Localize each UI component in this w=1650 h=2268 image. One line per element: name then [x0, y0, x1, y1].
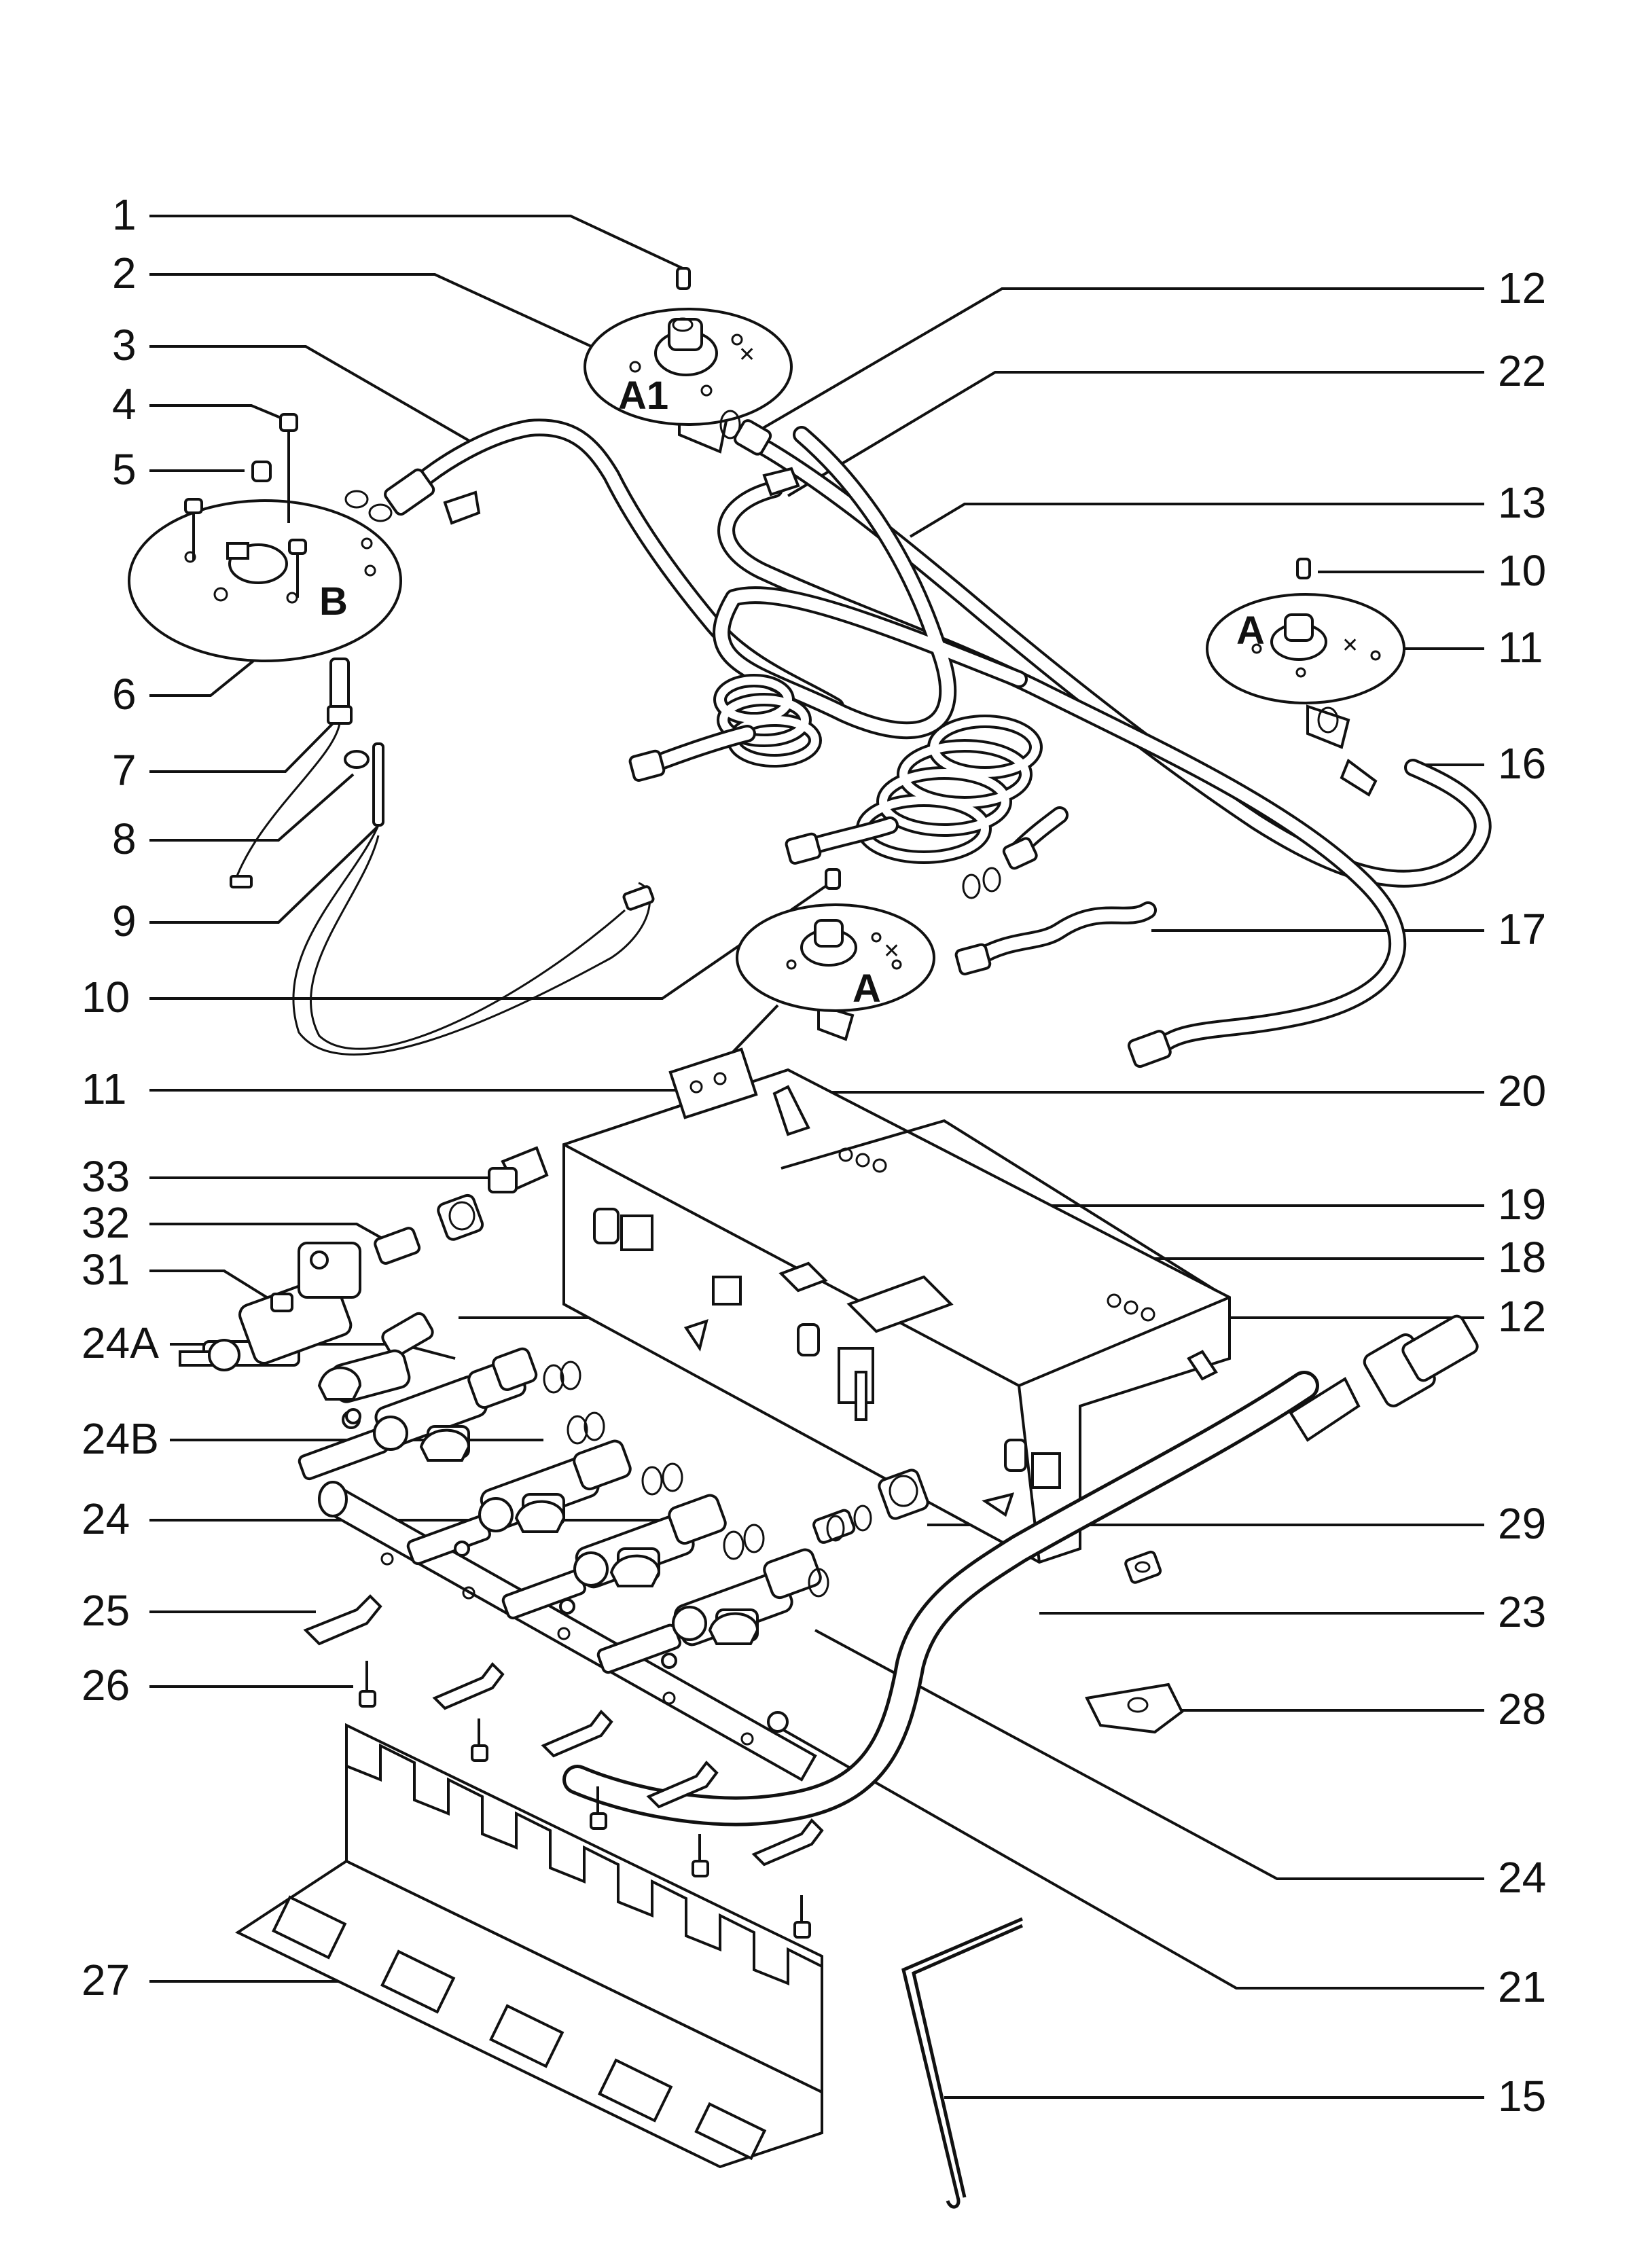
- front-panel-27: [234, 1723, 823, 2169]
- coil-assembly-left: [628, 674, 822, 782]
- callout-label-28: 28: [1498, 1685, 1546, 1733]
- svg-text:✕: ✕: [883, 940, 900, 962]
- nozzle-part-5: [251, 461, 272, 482]
- leader-line-9: [149, 826, 378, 924]
- valve-24A: [179, 1242, 434, 1403]
- leader-line-1: [149, 215, 683, 270]
- callout-label-27: 27: [82, 1956, 130, 2004]
- leader-line-8: [149, 773, 355, 842]
- nozzle-part-1: [676, 267, 691, 290]
- callout-label-23: 23: [1498, 1587, 1546, 1636]
- callout-label-10-right: 10: [1498, 546, 1546, 595]
- callout-label-21: 21: [1498, 1962, 1546, 2011]
- thermocouple-assembly: [230, 658, 655, 1056]
- callout-label-32: 32: [82, 1198, 130, 1247]
- callout-label-1: 1: [112, 190, 137, 239]
- callout-label-11: 11: [82, 1064, 126, 1113]
- callout-label-9: 9: [112, 897, 137, 946]
- callout-label-29: 29: [1498, 1499, 1546, 1548]
- burner-plate-b: B: [128, 499, 402, 662]
- callout-label-18: 18: [1498, 1233, 1546, 1282]
- callout-label-13: 13: [1498, 478, 1546, 527]
- leader-line-2: [149, 273, 629, 365]
- callout-label-12-mid: 12: [1498, 1292, 1546, 1341]
- svg-text:✕: ✕: [738, 344, 755, 366]
- valve-24-row-4: [596, 1548, 829, 1674]
- callout-label-12-top: 12: [1498, 264, 1546, 312]
- callout-label-15: 15: [1498, 2072, 1546, 2121]
- callout-label-24B: 24B: [82, 1414, 159, 1463]
- burner-plate-a-center: ✕ A: [736, 903, 935, 1041]
- coil-assembly-right: [785, 715, 1069, 899]
- valve-24-row-2: [406, 1439, 683, 1566]
- callout-label-7: 7: [112, 746, 137, 795]
- main-gas-pipe-23: [562, 1314, 1479, 1826]
- callout-label-8: 8: [112, 814, 137, 863]
- burner-plate-a-right: ✕ A: [1206, 593, 1405, 749]
- callout-label-2: 2: [112, 249, 137, 298]
- callout-label-11-right: 11: [1498, 623, 1543, 672]
- callout-label-10: 10: [82, 973, 130, 1022]
- gas-tube-3: [344, 418, 844, 715]
- screws-26: [359, 1661, 811, 1939]
- callout-label-19: 19: [1498, 1180, 1546, 1229]
- leader-line-3: [149, 345, 483, 450]
- wire-hook-15: [901, 1917, 1024, 2209]
- screw-set-b: [184, 498, 307, 598]
- callout-label-26: 26: [82, 1661, 130, 1710]
- callout-label-25: 25: [82, 1586, 130, 1635]
- plate-mark-a-right: A: [1236, 609, 1265, 653]
- leader-line-21: [781, 1727, 1484, 1990]
- screw-part-4: [279, 413, 298, 523]
- gas-tube-17: [954, 901, 1157, 975]
- nozzle-part-10-right: [1296, 558, 1311, 579]
- plate-mark-a1: A1: [618, 374, 668, 418]
- leader-line-22: [787, 371, 1484, 497]
- nozzle-part-10-left: [825, 868, 841, 890]
- callout-label-4: 4: [112, 380, 137, 429]
- gas-manifold-rail: [318, 1481, 817, 1782]
- callout-label-22: 22: [1498, 346, 1546, 395]
- valve-24-row-3: [501, 1494, 765, 1620]
- leader-line-10: [149, 885, 827, 1000]
- callouts-left: 1 2 3 4 5 6 7 8 9 10 11 33 32 31 24A 24B: [82, 190, 827, 2004]
- fittings-29-32-33: [374, 1146, 929, 1544]
- leader-line-32: [149, 1223, 391, 1244]
- plate-mark-a-center: A: [853, 967, 881, 1011]
- callout-label-5: 5: [112, 445, 137, 494]
- callout-label-17: 17: [1498, 905, 1546, 954]
- gas-tube-13: [713, 410, 1492, 1068]
- callout-label-24: 24: [82, 1494, 130, 1543]
- leader-line-4: [149, 404, 289, 422]
- burner-support-box: [562, 1047, 1231, 1564]
- plate-mark-b: B: [319, 579, 348, 624]
- clips-25: [303, 1594, 824, 1867]
- clip-28: [1085, 1682, 1184, 1734]
- callout-label-16: 16: [1498, 739, 1546, 788]
- burner-plate-a1: ✕ A1: [584, 308, 793, 454]
- leader-line-12-top: [756, 287, 1484, 433]
- callout-label-33: 33: [82, 1152, 130, 1201]
- callout-label-24A: 24A: [82, 1318, 159, 1367]
- callout-label-31: 31: [82, 1245, 130, 1294]
- svg-text:✕: ✕: [1342, 634, 1359, 657]
- leader-line-7: [149, 715, 341, 773]
- callout-label-3: 3: [112, 321, 137, 370]
- callout-label-24-right: 24: [1498, 1853, 1546, 1902]
- leader-line-24-right: [814, 1629, 1484, 1880]
- leader-line-13: [909, 503, 1484, 538]
- callout-label-6: 6: [112, 670, 137, 719]
- valve-stem-screws: [345, 1408, 677, 1669]
- callout-label-20: 20: [1498, 1066, 1546, 1115]
